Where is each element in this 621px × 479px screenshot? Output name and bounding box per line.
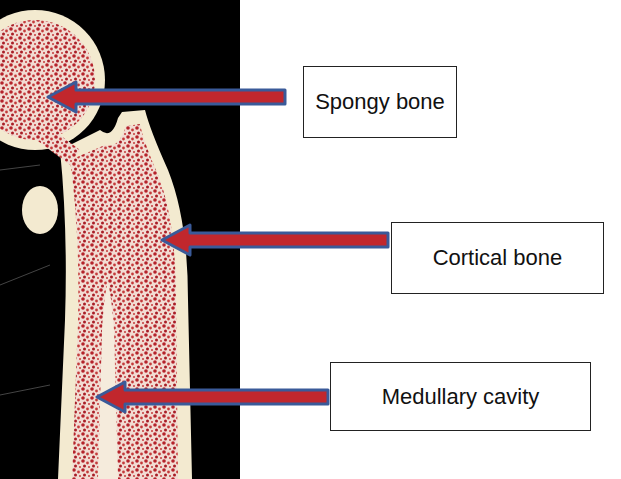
lesser-trochanter xyxy=(22,186,58,234)
part-label: Spongy bone xyxy=(315,89,445,115)
cortical-shell xyxy=(58,110,192,479)
part-label: Medullary cavity xyxy=(382,384,540,410)
spongy-shaft xyxy=(70,124,178,479)
label-box: Spongy bone xyxy=(303,66,457,138)
spongy-head xyxy=(0,20,95,140)
femoral-head xyxy=(0,10,105,150)
label-box: Cortical bone xyxy=(391,222,604,294)
label-box: Medullary cavity xyxy=(330,362,591,431)
medullary-cavity xyxy=(98,282,118,479)
part-label: Cortical bone xyxy=(433,245,563,271)
